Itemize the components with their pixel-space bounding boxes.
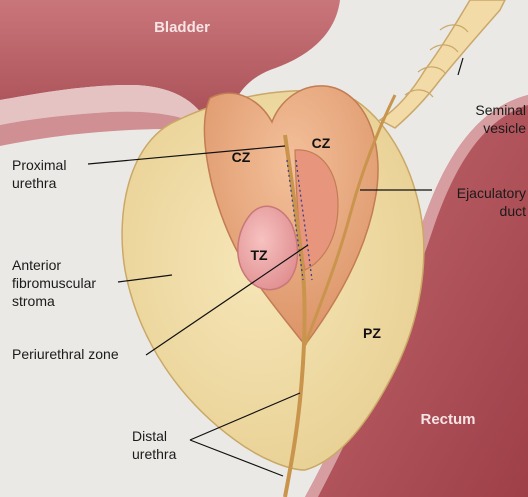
- proximal-urethra-label-2: urethra: [12, 175, 57, 191]
- anterior-stroma-label-1: Anterior: [12, 257, 61, 273]
- cz-left-label: CZ: [232, 149, 251, 165]
- ejaculatory-duct-label-1: Ejaculatory: [457, 185, 526, 201]
- seminal-vesicle-label-2: vesicle: [483, 120, 526, 136]
- bladder-label: Bladder: [154, 19, 210, 36]
- seminal-vesicle-label-1: Seminal: [475, 102, 526, 118]
- anterior-stroma-label-2: fibromuscular: [12, 275, 96, 291]
- proximal-urethra-label-1: Proximal: [12, 157, 66, 173]
- distal-urethra-label-2: urethra: [132, 446, 177, 462]
- rectum-label: Rectum: [420, 411, 475, 428]
- ejaculatory-duct-label-2: duct: [500, 203, 527, 219]
- distal-urethra-label-1: Distal: [132, 428, 167, 444]
- periurethral-zone-label: Periurethral zone: [12, 346, 119, 362]
- anterior-stroma-label-3: stroma: [12, 293, 55, 309]
- tz-label: TZ: [250, 247, 268, 263]
- cz-right-label: CZ: [312, 135, 331, 151]
- pz-label: PZ: [363, 325, 381, 341]
- seminal-vesicle-leader: [458, 58, 463, 75]
